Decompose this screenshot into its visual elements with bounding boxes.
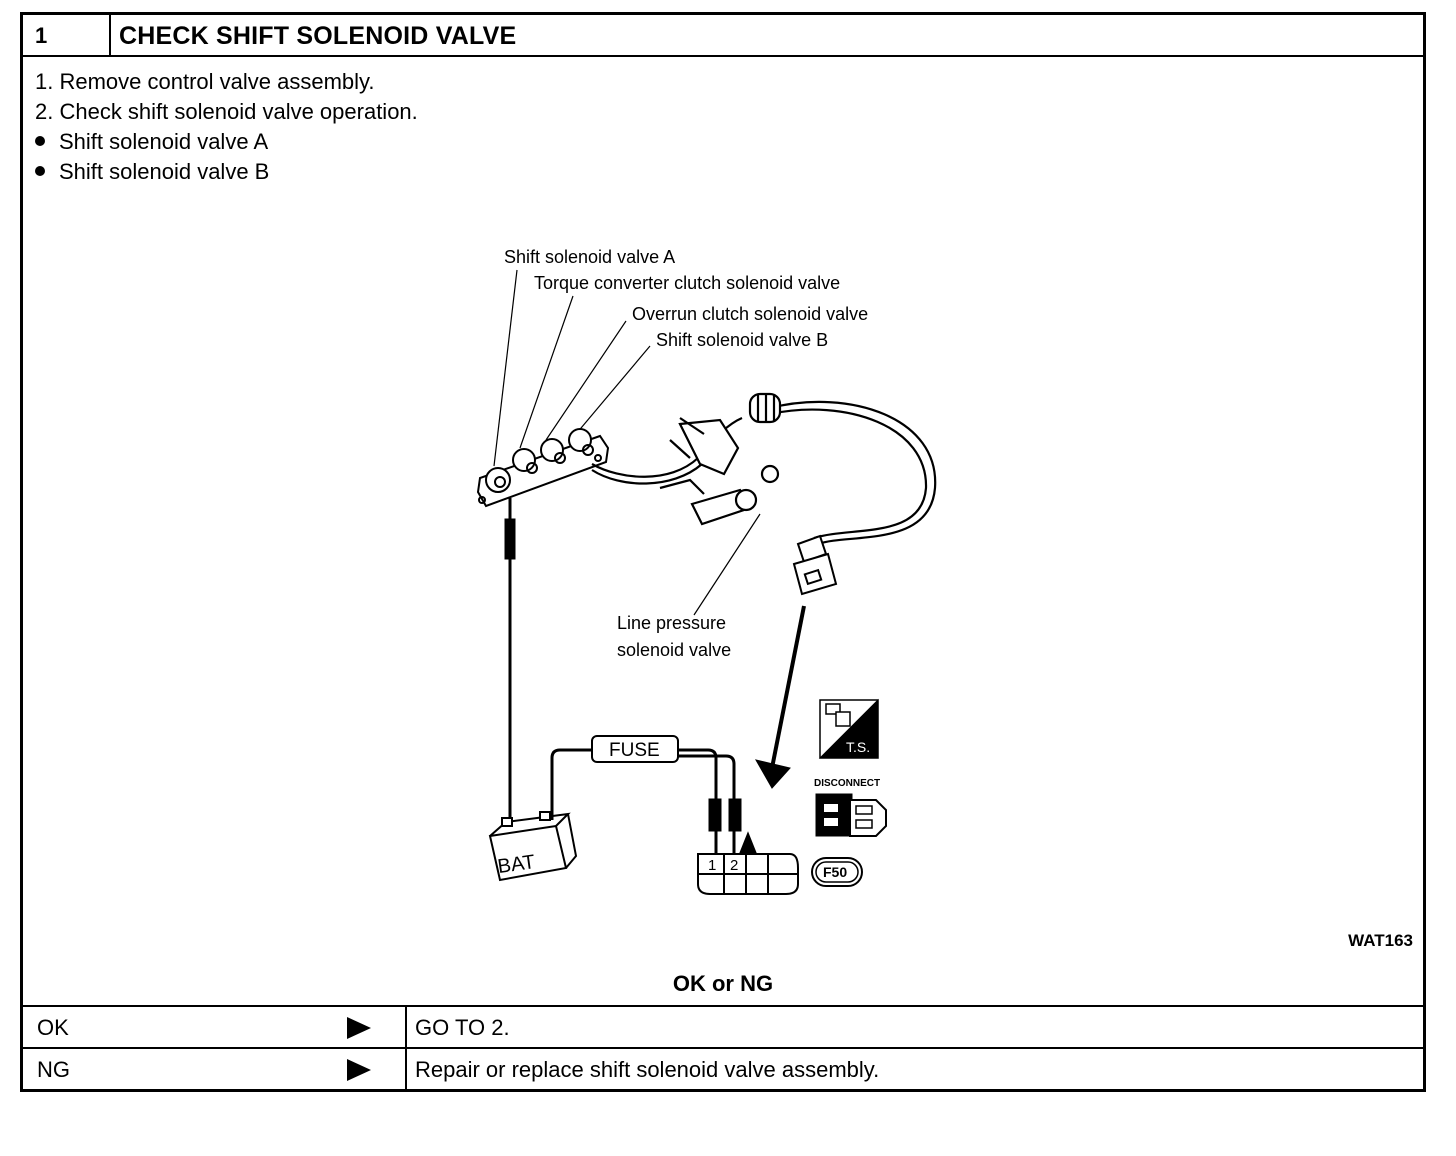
- result-divider: [405, 1007, 407, 1047]
- battery-icon: BAT: [488, 811, 578, 882]
- label-line-pressure: Line pressure: [617, 613, 726, 633]
- result-action: Repair or replace shift solenoid valve a…: [415, 1057, 880, 1082]
- pin-2-label: 2: [730, 857, 738, 874]
- result-divider: [405, 1049, 407, 1091]
- step-header: 1 CHECK SHIFT SOLENOID VALVE: [23, 15, 1423, 57]
- label-line-pressure-2: solenoid valve: [617, 640, 731, 660]
- results-table: OK GO TO 2. NG Repair or replace shift s…: [23, 1005, 1423, 1091]
- arrow-right-icon: [347, 1017, 371, 1039]
- arrow-right-icon: [347, 1059, 371, 1081]
- bullet-icon: [35, 136, 45, 147]
- svg-text:F50: F50: [823, 864, 847, 880]
- instruction-bullet-item: Shift solenoid valve A: [35, 127, 418, 157]
- instruction-bullet-item: Shift solenoid valve B: [35, 157, 418, 187]
- arrow-to-connector-icon: [754, 605, 806, 789]
- step-title: CHECK SHIFT SOLENOID VALVE: [119, 22, 517, 50]
- disconnect-icon: DISCONNECT: [814, 778, 887, 837]
- svg-text:DISCONNECT: DISCONNECT: [814, 778, 880, 789]
- result-row-ok[interactable]: OK GO TO 2.: [23, 1007, 1423, 1049]
- header-divider: [109, 15, 111, 55]
- step-number: 1: [35, 23, 48, 48]
- instruction-list: 1. Remove control valve assembly. 2. Che…: [35, 67, 418, 187]
- instruction-item: 2. Check shift solenoid valve operation.: [35, 99, 418, 124]
- result-label: OK: [37, 1015, 69, 1040]
- label-shift-solenoid-b: Shift solenoid valve B: [656, 330, 828, 350]
- solenoid-valve-assembly: [476, 428, 610, 508]
- harness-connector: [792, 534, 838, 596]
- result-label: NG: [37, 1057, 70, 1082]
- pin-1-label: 1: [708, 857, 716, 874]
- instruction-item: 1. Remove control valve assembly.: [35, 69, 375, 94]
- connector-f50-face: 1 2: [697, 831, 799, 895]
- label-torque-converter-valve: Torque converter clutch solenoid valve: [534, 273, 840, 293]
- test-symbol-icon: T.S.: [818, 698, 879, 759]
- figure-id: WAT163: [1348, 931, 1413, 950]
- svg-text:BAT: BAT: [496, 851, 536, 878]
- wire-harness: [591, 392, 937, 546]
- bullet-icon: [35, 166, 45, 177]
- result-question: OK or NG: [672, 971, 774, 996]
- result-row-ng[interactable]: NG Repair or replace shift solenoid valv…: [23, 1049, 1423, 1091]
- svg-text:T.S.: T.S.: [846, 739, 870, 755]
- leader-lines: [493, 269, 761, 616]
- result-action: GO TO 2.: [415, 1015, 510, 1040]
- inspection-step-frame: 1 CHECK SHIFT SOLENOID VALVE 1. Remove c…: [20, 12, 1426, 1092]
- connector-id-badge: F50: [811, 857, 863, 887]
- solenoid-test-diagram: Shift solenoid valve A Torque converter …: [476, 247, 937, 895]
- fuse-icon: FUSE: [591, 735, 679, 763]
- label-shift-solenoid-a: Shift solenoid valve A: [504, 247, 675, 267]
- test-circuit-wiring: [504, 498, 742, 856]
- label-overrun-clutch-valve: Overrun clutch solenoid valve: [632, 304, 868, 324]
- svg-text:FUSE: FUSE: [609, 740, 660, 761]
